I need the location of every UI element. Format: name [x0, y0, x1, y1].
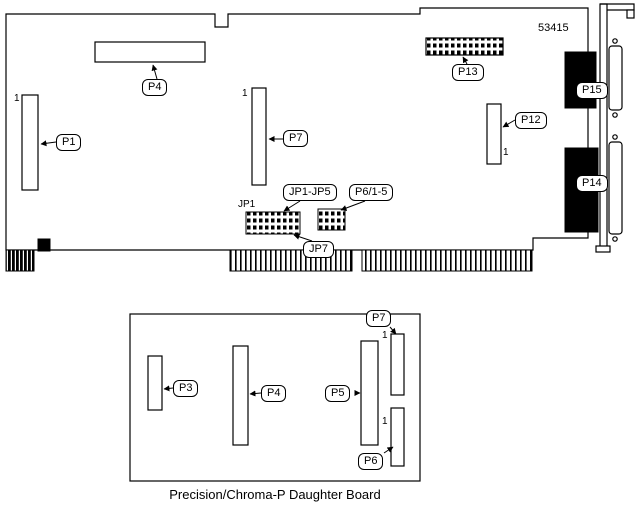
callout-p6-1-5: P6/1-5 — [349, 184, 394, 201]
callout-p13: P13 — [452, 64, 484, 81]
p14-screw-bottom — [612, 236, 618, 242]
leader-jp1-jp5 — [283, 200, 301, 212]
connector-p12 — [486, 103, 502, 165]
callout-p7: P7 — [283, 130, 309, 147]
leader-p6-daughter — [383, 446, 394, 454]
callout-p3-daughter: P3 — [173, 380, 199, 397]
callout-p4-daughter: P4 — [261, 385, 287, 402]
small-component-block — [37, 238, 51, 252]
connector-p4-daughter — [232, 345, 249, 446]
leader-p6-1-5 — [340, 200, 366, 211]
p15-screw-top — [612, 38, 618, 44]
pin1-marker-p6-daughter: 1 — [382, 416, 388, 427]
leader-p13 — [462, 56, 469, 65]
connector-p13 — [425, 37, 504, 56]
leader-p4-daughter — [249, 390, 262, 397]
leader-p1 — [40, 140, 57, 147]
pin1-marker-p7-daughter: 1 — [382, 330, 388, 341]
jumper-block-jp1-jp5 — [245, 211, 301, 235]
connector-p1 — [21, 94, 39, 191]
leader-p7-daughter — [389, 326, 397, 335]
connector-block-p6 — [317, 208, 346, 231]
leader-p3-daughter — [163, 385, 174, 392]
p15-screw-bottom — [612, 112, 618, 118]
leader-p4 — [151, 64, 158, 80]
daughter-board-caption: Precision/Chroma-P Daughter Board — [169, 487, 381, 502]
callout-p14: P14 — [576, 175, 608, 192]
part-number: 53415 — [538, 22, 569, 34]
callout-leaders — [40, 56, 516, 454]
p15-external-shell — [608, 45, 623, 111]
main-board-outline — [5, 7, 589, 251]
bracket-foot — [595, 245, 611, 253]
connector-p7 — [251, 87, 267, 186]
callout-jp7: JP7 — [303, 241, 334, 258]
connector-p7-daughter — [390, 333, 405, 396]
pin1-marker-p7: 1 — [242, 88, 248, 99]
connector-p3-daughter — [147, 355, 163, 411]
bracket-strip — [599, 3, 608, 249]
callout-p5-daughter: P5 — [325, 385, 351, 402]
callout-p12: P12 — [515, 112, 547, 129]
bracket-top-hook — [600, 3, 635, 11]
callout-p4: P4 — [142, 79, 168, 96]
jp1-label: JP1 — [238, 199, 256, 210]
bottom-left-connector-block — [5, 249, 35, 272]
callout-p15: P15 — [576, 82, 608, 99]
p14-external-shell — [608, 141, 623, 235]
callout-jp1-jp5: JP1-JP5 — [283, 184, 337, 201]
p14-screw-top — [612, 134, 618, 140]
external-connectors — [608, 38, 623, 242]
callout-p7-daughter: P7 — [366, 310, 392, 327]
connector-p4 — [94, 41, 206, 63]
callout-p1: P1 — [56, 134, 82, 151]
connector-p5-daughter — [360, 340, 379, 446]
leader-p12 — [502, 119, 516, 128]
pin1-marker-p12: 1 — [503, 147, 509, 158]
pin1-marker-p1: 1 — [14, 93, 20, 104]
leader-jp7 — [293, 233, 313, 242]
connector-p15 — [564, 51, 597, 109]
card-edge-fingers-right — [361, 249, 533, 272]
callout-p6-daughter: P6 — [358, 453, 384, 470]
bracket-top-tab — [626, 9, 635, 19]
mounting-bracket — [595, 3, 635, 253]
connector-p6-daughter — [390, 407, 405, 467]
